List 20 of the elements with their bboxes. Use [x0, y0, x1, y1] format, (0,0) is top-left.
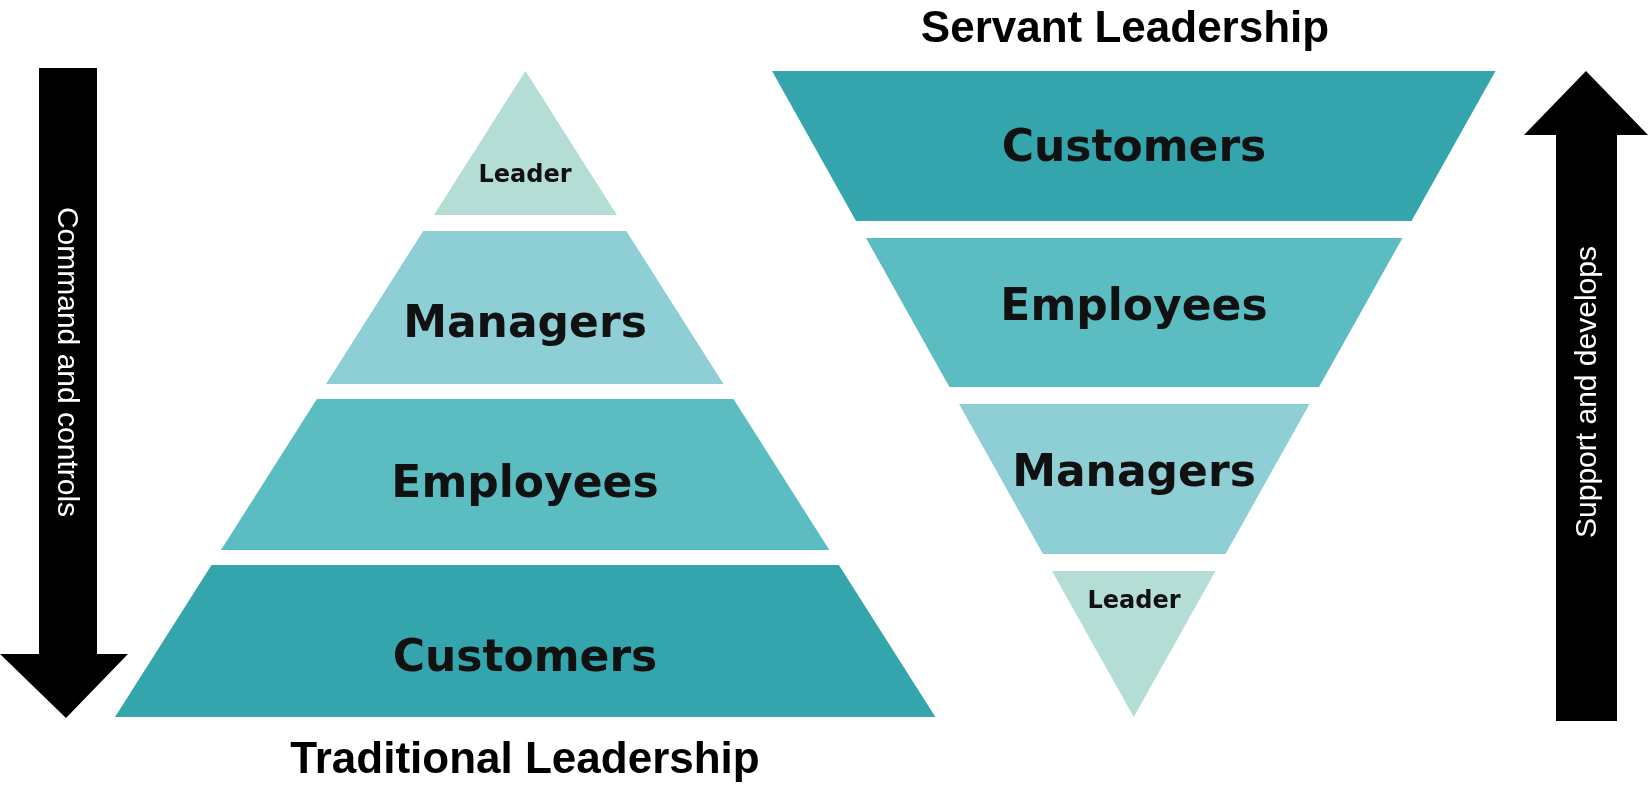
layer-label: Employees: [1000, 278, 1268, 330]
layer-label: Managers: [403, 296, 647, 348]
layer-label: Leader: [478, 160, 572, 189]
layer-label: Customers: [1001, 119, 1267, 171]
layer-label: Leader: [1087, 585, 1181, 614]
pyramid-layer: [433, 71, 617, 215]
pyramid-layer: [220, 399, 830, 550]
pyramid-layer: [772, 71, 1496, 221]
layer-label: Customers: [392, 629, 658, 681]
section-heading: Traditional Leadership: [290, 733, 760, 783]
pyramid-layer: [326, 231, 724, 384]
layer-label: Employees: [391, 455, 659, 507]
pyramid-layer: [1052, 571, 1216, 717]
arrow-label: Support and develops: [1568, 246, 1603, 538]
pyramid-layer: [865, 238, 1403, 387]
section-heading: Servant Leadership: [920, 2, 1330, 52]
pyramid-layer: [958, 404, 1310, 554]
pyramid-layer: [114, 565, 936, 717]
arrow-label: Command and controls: [51, 206, 86, 518]
layer-label: Managers: [1012, 445, 1256, 497]
